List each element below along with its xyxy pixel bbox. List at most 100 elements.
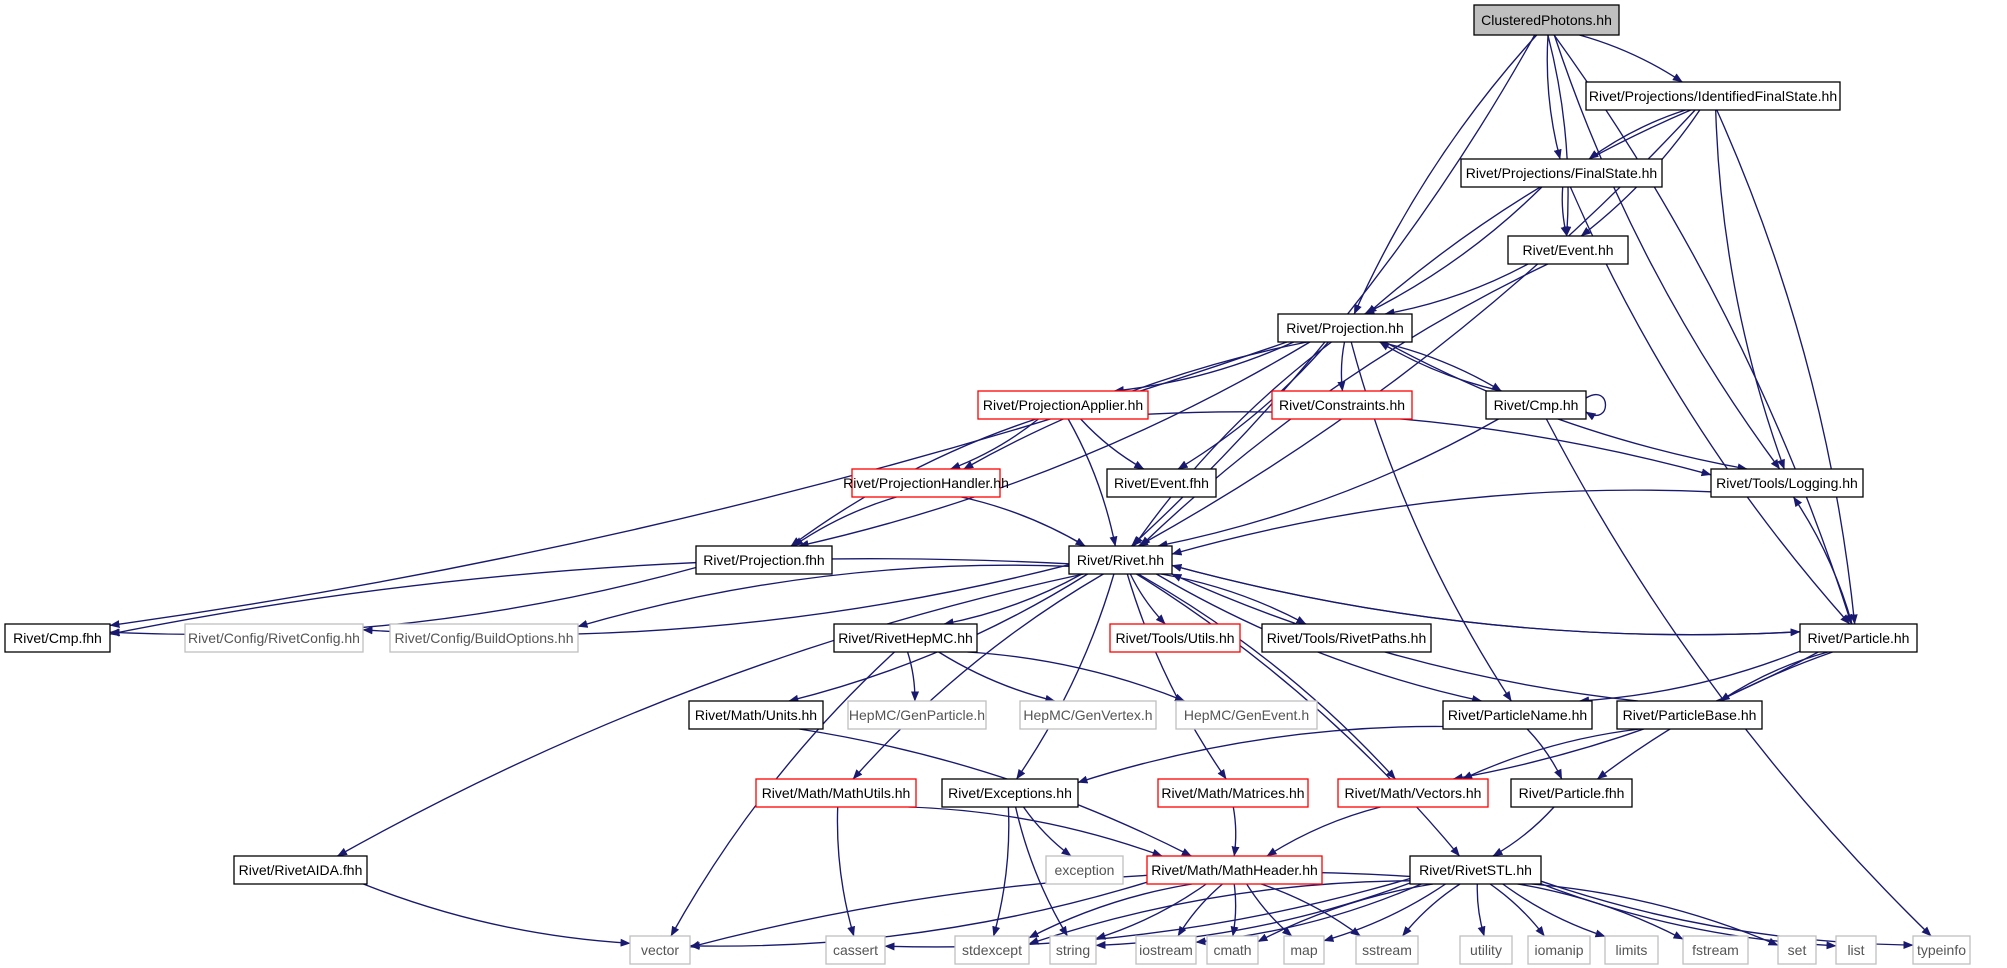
- node-label: Rivet/Math/MathUtils.hh: [762, 785, 911, 801]
- node-rivet-math-vectors-hh[interactable]: Rivet/Math/Vectors.hh: [1337, 778, 1489, 808]
- edge-projhandler-to-rivet: [961, 496, 1086, 547]
- node-map: map: [1283, 935, 1325, 965]
- node-hepmc-genevent-h: HepMC/GenEvent.h: [1175, 700, 1318, 730]
- node-rivet-constraints-hh[interactable]: Rivet/Constraints.hh: [1271, 390, 1413, 420]
- node-rivet-exceptions-hh[interactable]: Rivet/Exceptions.hh: [941, 778, 1079, 808]
- node-label: Rivet/Config/RivetConfig.hh: [188, 630, 360, 646]
- node-label: Rivet/Projections/IdentifiedFinalState.h…: [1589, 88, 1837, 104]
- node-string: string: [1049, 935, 1097, 965]
- node-label: Rivet/RivetSTL.hh: [1419, 862, 1532, 878]
- edge-mathheader-to-cmath: [1230, 883, 1239, 937]
- edge-rivetstl-to-cmath: [1257, 883, 1434, 943]
- node-box: [1799, 623, 1918, 653]
- node-label: Rivet/Cmp.hh: [1494, 397, 1579, 413]
- node-box: [1271, 390, 1413, 420]
- node-rivet-event-fhh[interactable]: Rivet/Event.fhh: [1106, 468, 1217, 498]
- edge-rivetstl-to-sstream: [1401, 883, 1461, 937]
- node-label: Rivet/ParticleBase.hh: [1623, 707, 1757, 723]
- node-rivet-rivethepmc-hh[interactable]: Rivet/RivetHepMC.hh: [833, 623, 978, 653]
- node-box: [954, 935, 1030, 965]
- node-label: fstream: [1692, 942, 1739, 958]
- node-box: [1049, 935, 1097, 965]
- node-box: [825, 935, 886, 965]
- edge-rivet-to-rivethepmc: [943, 573, 1083, 627]
- node-label: utility: [1470, 942, 1502, 958]
- edge-rivet-to-matrices: [1126, 573, 1227, 780]
- node-box: [977, 390, 1149, 420]
- node-box: [755, 778, 917, 808]
- node-rivet-particle-fhh[interactable]: Rivet/Particle.fhh: [1510, 778, 1633, 808]
- edge-root-to-event: [1547, 34, 1572, 237]
- node-rivet-projections-finalstate-hh[interactable]: Rivet/Projections/FinalState.hh: [1460, 158, 1663, 188]
- edge-mathutils-to-cassert: [836, 806, 855, 937]
- node-label: iomanip: [1534, 942, 1583, 958]
- edge-rivetstl-to-iomanip: [1489, 883, 1545, 937]
- edge-proj-to-cmp: [1379, 341, 1502, 392]
- edge-particlebase-to-rivet: [1171, 573, 1639, 702]
- node-label: Rivet/Math/Matrices.hh: [1161, 785, 1304, 801]
- node-rivet-cmp-fhh[interactable]: Rivet/Cmp.fhh: [4, 623, 111, 653]
- node-limits: limits: [1604, 935, 1659, 965]
- node-rivet-math-units-hh[interactable]: Rivet/Math/Units.hh: [688, 700, 824, 730]
- node-rivet-projection-hh[interactable]: Rivet/Projection.hh: [1277, 313, 1413, 343]
- node-label: Rivet/Projection.hh: [1286, 320, 1404, 336]
- node-label: string: [1056, 942, 1090, 958]
- node-rivet-tools-logging-hh[interactable]: Rivet/Tools/Logging.hh: [1710, 468, 1864, 498]
- edge-rivetstl-to-stdexcept: [1028, 880, 1411, 945]
- edge-root-to-fs: [1546, 34, 1562, 160]
- node-rivet-rivetstl-hh[interactable]: Rivet/RivetSTL.hh: [1409, 855, 1542, 885]
- edge-vectors-to-mathheader: [1266, 806, 1381, 857]
- node-typeinfo: typeinfo: [1912, 935, 1971, 965]
- node-rivet-projection-fhh[interactable]: Rivet/Projection.fhh: [695, 545, 833, 575]
- node-rivet-particlebase-hh[interactable]: Rivet/ParticleBase.hh: [1616, 700, 1763, 730]
- edge-logging-to-rivet: [1171, 489, 1712, 556]
- node-box: [695, 545, 833, 575]
- node-box: [629, 935, 691, 965]
- node-rivet-math-matrices-hh[interactable]: Rivet/Math/Matrices.hh: [1157, 778, 1309, 808]
- node-rivet-projections-identifiedfinalstate-hh[interactable]: Rivet/Projections/IdentifiedFinalState.h…: [1585, 81, 1841, 111]
- edge-root-to-proj: [1353, 34, 1538, 315]
- node-box: [1146, 855, 1323, 885]
- edge-event-to-proj: [1384, 263, 1529, 317]
- node-label: HepMC/GenParticle.h: [849, 707, 985, 723]
- node-label: Rivet/Particle.fhh: [1519, 785, 1625, 801]
- node-rivet-tools-utils-hh[interactable]: Rivet/Tools/Utils.hh: [1109, 623, 1241, 653]
- node-rivet-particle-hh[interactable]: Rivet/Particle.hh: [1799, 623, 1918, 653]
- node-rivet-rivetaida-fhh[interactable]: Rivet/RivetAIDA.fhh: [233, 855, 368, 885]
- node-rivet-projectionapplier-hh[interactable]: Rivet/ProjectionApplier.hh: [977, 390, 1149, 420]
- node-utility: utility: [1459, 935, 1513, 965]
- node-rivet-math-mathutils-hh[interactable]: Rivet/Math/MathUtils.hh: [755, 778, 917, 808]
- node-vector: vector: [629, 935, 691, 965]
- node-rivet-projectionhandler-hh[interactable]: Rivet/ProjectionHandler.hh: [843, 468, 1009, 498]
- node-rivet-cmp-hh[interactable]: Rivet/Cmp.hh: [1485, 390, 1587, 420]
- node-rivet-rivet-hh[interactable]: Rivet/Rivet.hh: [1068, 545, 1173, 575]
- edge-mathheader-to-stdexcept: [1028, 883, 1193, 939]
- node-box: [1283, 935, 1325, 965]
- edge-root-to-particle: [1553, 34, 1853, 625]
- edge-matrices-to-mathheader: [1231, 806, 1240, 857]
- edge-particle-to-rivet: [1171, 564, 1801, 636]
- node-label: HepMC/GenVertex.h: [1023, 707, 1152, 723]
- edge-particle-to-logging: [1792, 496, 1853, 625]
- node-box: [184, 623, 364, 653]
- edge-rivethepmc-to-genparticle: [906, 651, 920, 702]
- node-rivet-math-mathheader-hh[interactable]: Rivet/Math/MathHeader.hh: [1146, 855, 1323, 885]
- edge-rivetstl-to-limits: [1502, 883, 1606, 938]
- node-sstream: sstream: [1355, 935, 1419, 965]
- edge-rivethepmc-to-genevent: [967, 651, 1185, 702]
- node-rivet-tools-rivetpaths-hh[interactable]: Rivet/Tools/RivetPaths.hh: [1261, 623, 1432, 653]
- node-box: [1585, 81, 1841, 111]
- node-label: Rivet/Tools/Logging.hh: [1716, 475, 1858, 491]
- node-label: cassert: [833, 942, 878, 958]
- node-label: iostream: [1139, 942, 1193, 958]
- node-box: [389, 623, 579, 653]
- edge-exceptions-to-exception: [1022, 806, 1072, 857]
- node-box: [1460, 158, 1663, 188]
- node-rivet-particlename-hh[interactable]: Rivet/ParticleName.hh: [1442, 700, 1593, 730]
- node-rivet-event-hh[interactable]: Rivet/Event.hh: [1507, 235, 1629, 265]
- edge-ifs-to-proj: [1366, 109, 1692, 315]
- edge-proj-to-projfhh: [798, 341, 1311, 548]
- node-clusteredphotons-hh[interactable]: ClusteredPhotons.hh: [1473, 4, 1620, 36]
- node-label: Rivet/Event.hh: [1522, 242, 1613, 258]
- node-box: [1277, 313, 1413, 343]
